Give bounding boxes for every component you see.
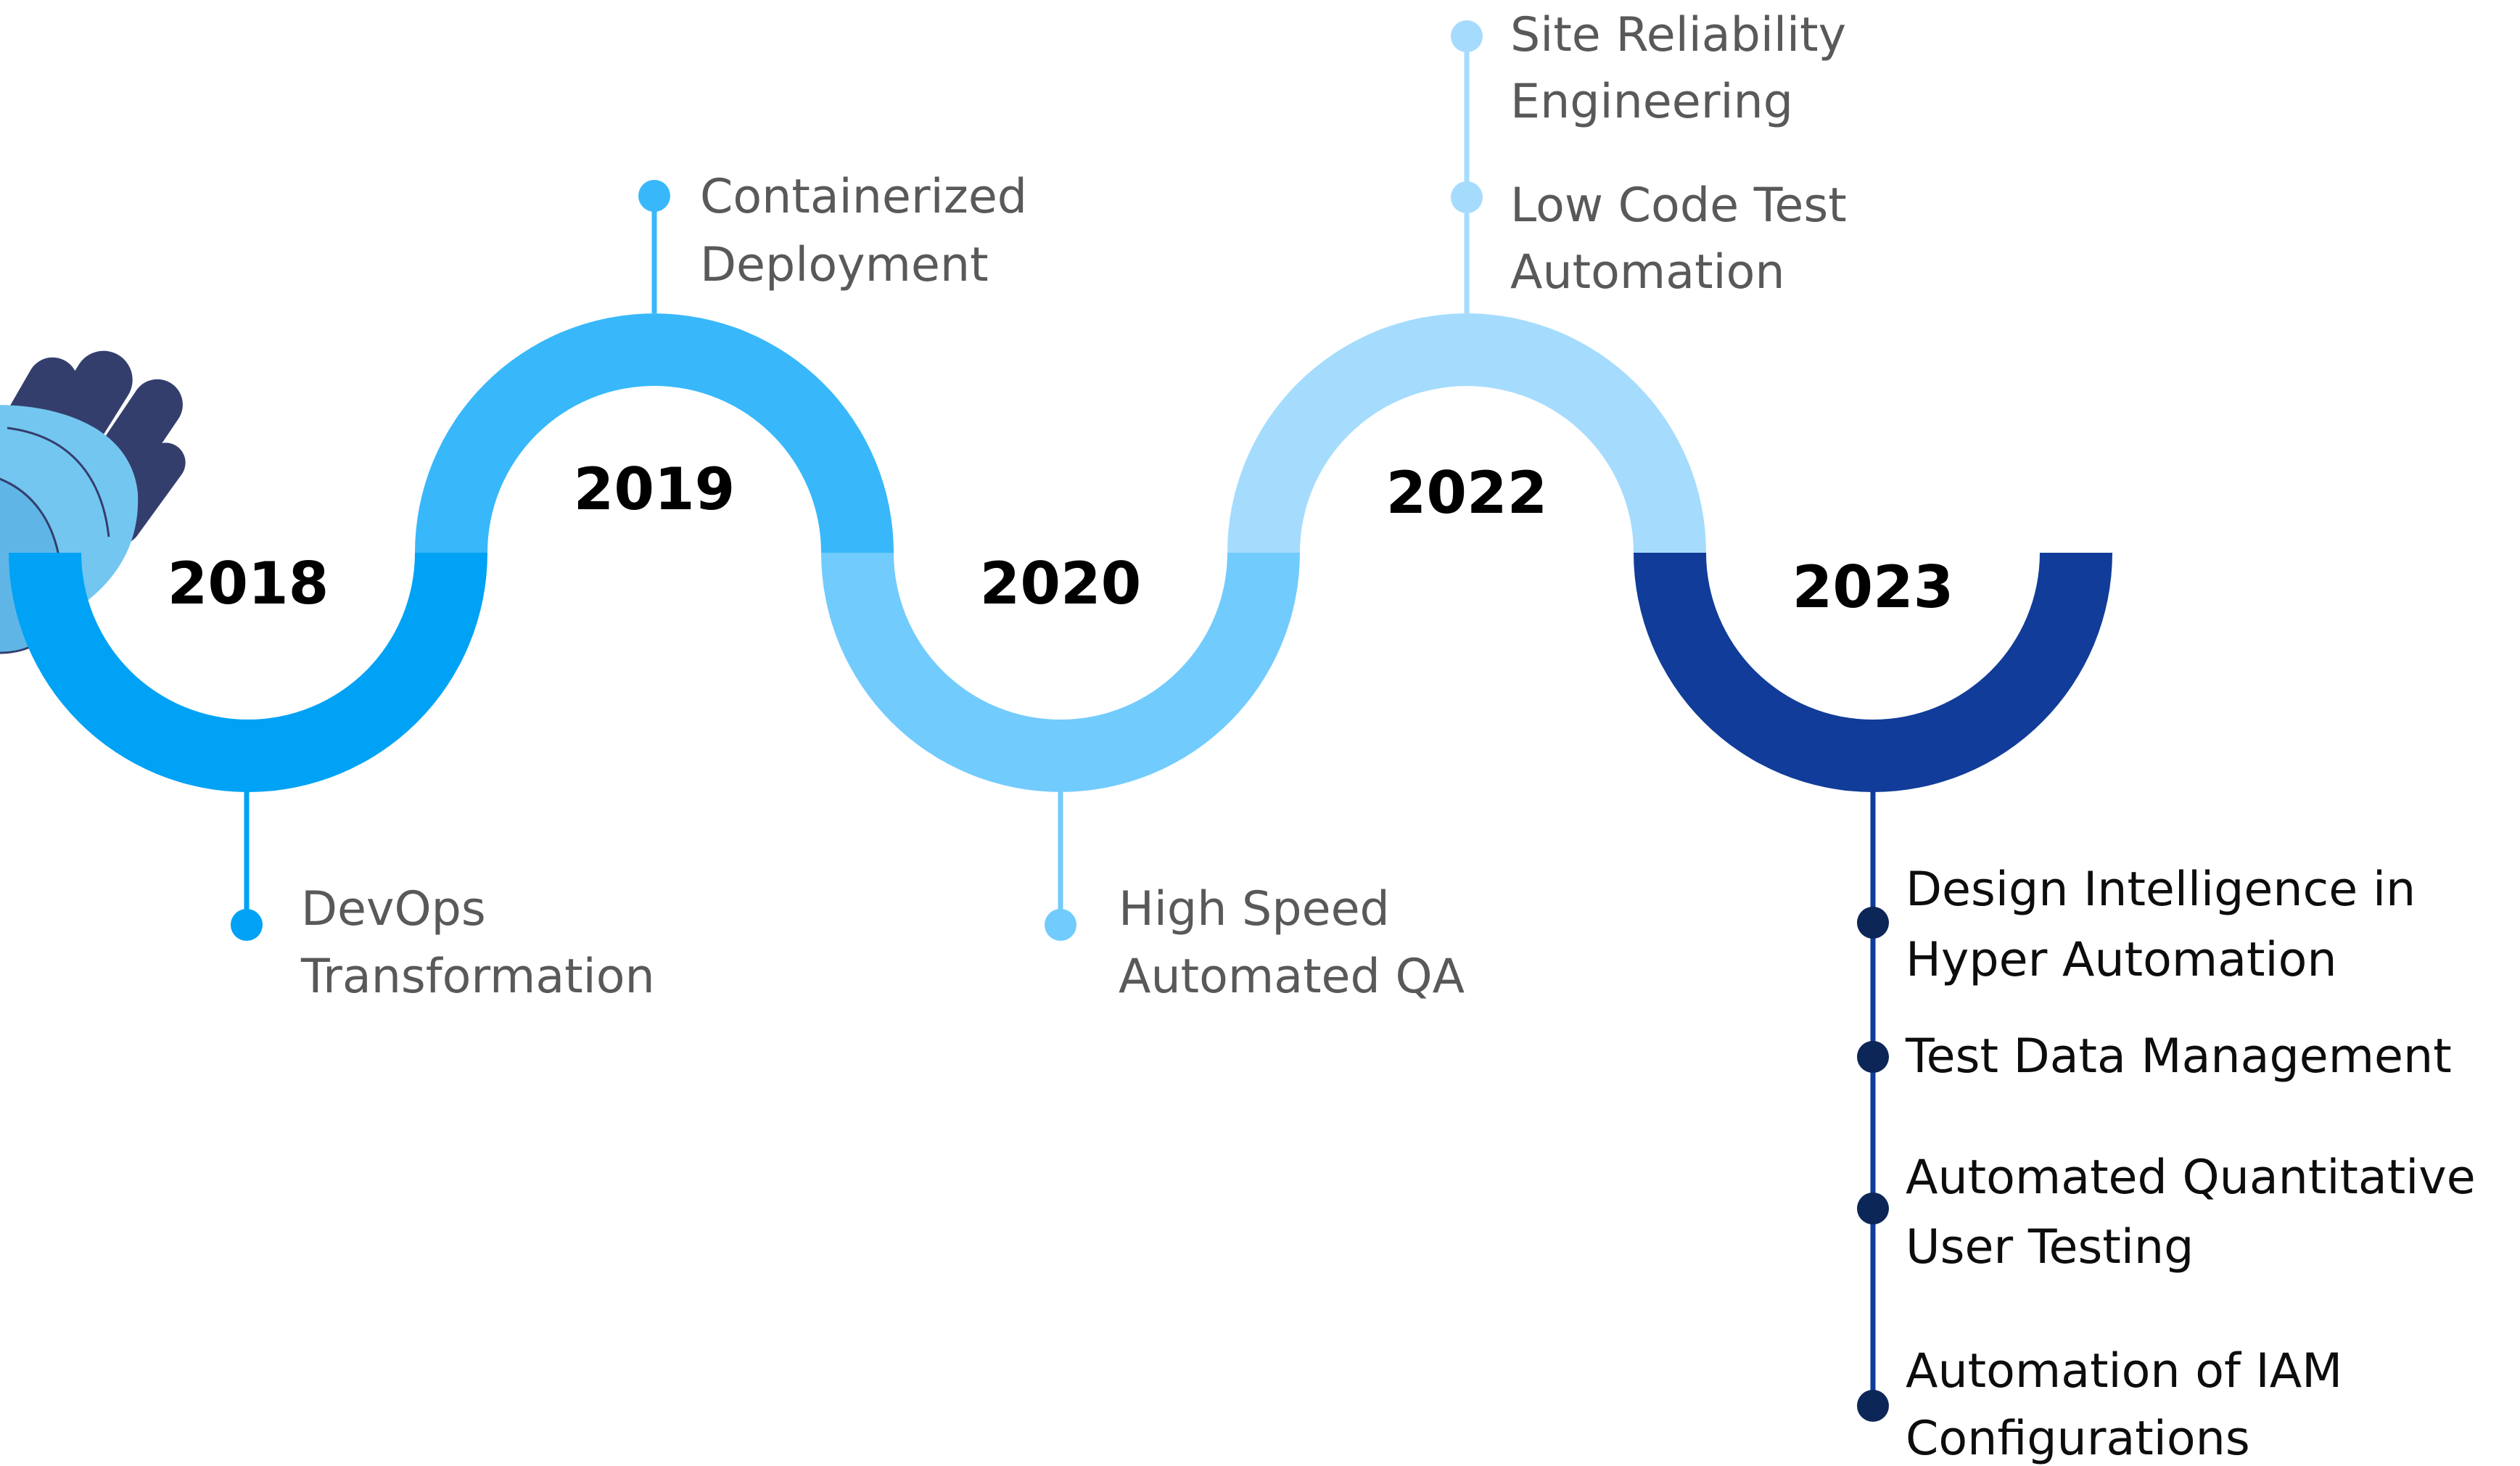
milestone-2023: Design Intelligence in Hyper Automation … [1857, 791, 2476, 1466]
wave-segment-2022 [1227, 313, 1706, 553]
item-2022-b-line1: Low Code Test [1510, 178, 1847, 233]
item-2023-b-line1: Test Data Management [1905, 1029, 2452, 1084]
wave-segment-2019 [415, 313, 894, 553]
item-2023-c-line2: User Testing [1906, 1220, 2194, 1274]
milestone-2019: Containerized Deployment [638, 170, 1027, 313]
item-2020-line1: High Speed [1119, 882, 1390, 936]
item-2022-a-line2: Engineering [1510, 75, 1793, 129]
milestone-2022: Site Reliability Engineering Low Code Te… [1451, 8, 1847, 313]
year-label-2019: 2019 [574, 456, 736, 523]
wave-segment-2018 [9, 553, 487, 792]
item-2022-a-line1: Site Reliability [1510, 8, 1846, 62]
item-2020-line2: Automated QA [1119, 950, 1465, 1004]
item-2018-line1: DevOps [301, 882, 486, 936]
year-label-2023: 2023 [1792, 553, 1954, 621]
item-2023-a-line1: Design Intelligence in [1906, 862, 2416, 917]
item-2019-line2: Deployment [700, 238, 989, 292]
item-2023-a-line2: Hyper Automation [1906, 933, 2337, 987]
item-2023-c-line1: Automated Quantitative [1906, 1150, 2476, 1205]
item-2018-line2: Transformation [300, 950, 655, 1004]
item-2022-b-line2: Automation [1510, 245, 1785, 300]
milestone-2020: High Speed Automated QA [1045, 791, 1465, 1004]
item-2019-line1: Containerized [700, 170, 1027, 224]
item-2023-d-line1: Automation of IAM [1906, 1344, 2342, 1399]
wave-segment-2020 [821, 553, 1300, 792]
year-label-2018: 2018 [168, 550, 329, 617]
year-label-2020: 2020 [980, 550, 1142, 617]
milestone-2018: DevOps Transformation [231, 791, 655, 1004]
item-2023-d-line2: Configurations [1906, 1412, 2250, 1466]
wave-segment-2023 [1634, 553, 2112, 792]
year-label-2022: 2022 [1386, 459, 1548, 527]
